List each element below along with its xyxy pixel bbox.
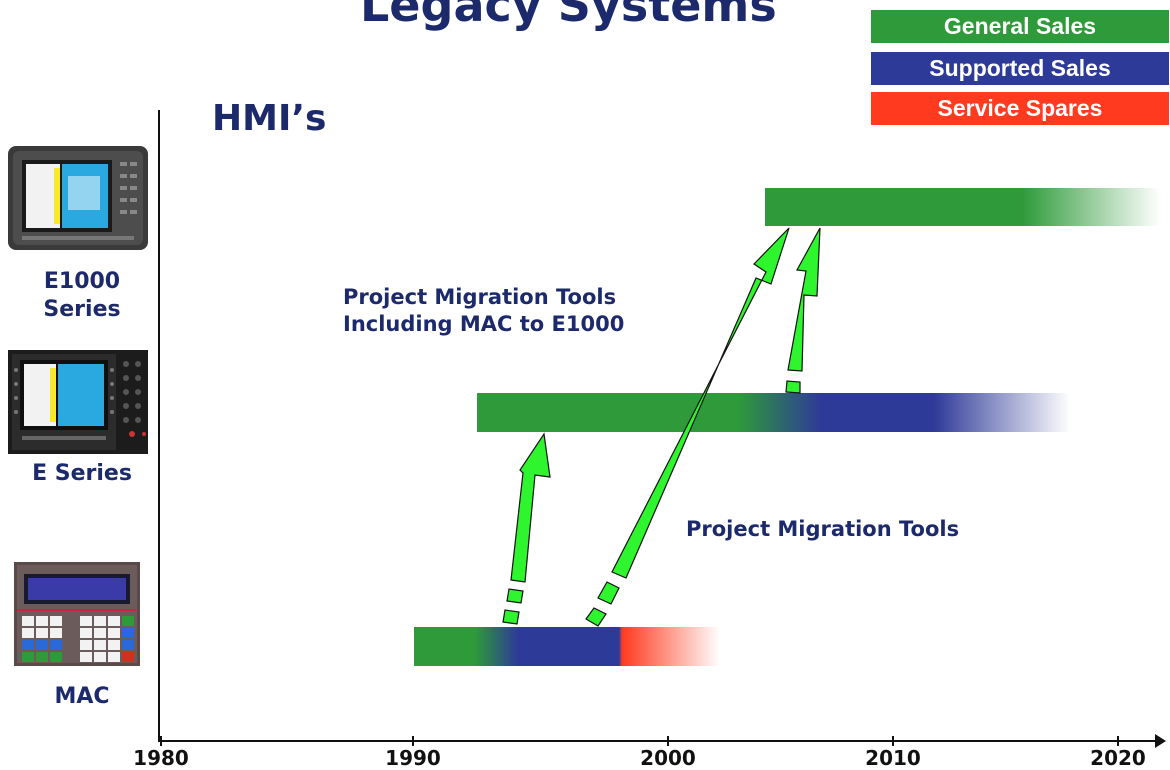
migration-arrow-mac-to-e1000	[585, 227, 790, 627]
migration-arrow-eseries-to-e1000	[785, 227, 821, 394]
axis-tick-label: 1980	[133, 746, 189, 770]
vertical-axis-line	[158, 110, 160, 742]
section-title: HMI’s	[212, 98, 327, 139]
axis-tick-label: 2010	[865, 746, 921, 770]
legend-general-sales: General Sales	[871, 10, 1169, 43]
axis-tick-label: 1990	[385, 746, 441, 770]
axis-arrowhead-icon	[1155, 734, 1166, 748]
migration-note-upper-line1: Project Migration Tools	[343, 285, 617, 309]
page-title: Legacy Systems	[360, 0, 777, 32]
migration-note-upper: Project Migration Tools Including MAC to…	[343, 284, 624, 338]
mac-lifecycle-bar	[414, 627, 720, 666]
legend-service-spares: Service Spares	[871, 92, 1169, 125]
e-series-lifecycle-bar	[477, 393, 1070, 432]
product-label-e1000: E1000 Series	[43, 269, 121, 322]
axis-tick-label: 2020	[1090, 746, 1146, 770]
migration-note-lower: Project Migration Tools	[686, 517, 960, 541]
e1000-device-image	[8, 146, 148, 250]
migration-arrow-mac-to-eseries	[502, 432, 551, 625]
migration-note-upper-line2: Including MAC to E1000	[343, 312, 625, 336]
e-series-device-image	[8, 350, 148, 454]
mac-device-image	[14, 562, 140, 666]
axis-tick-label: 2000	[640, 746, 696, 770]
legend-supported-sales: Supported Sales	[871, 52, 1169, 85]
product-label-mac: MAC	[54, 684, 110, 709]
product-label-e-series: E Series	[32, 461, 132, 486]
e1000-lifecycle-bar	[765, 188, 1160, 226]
